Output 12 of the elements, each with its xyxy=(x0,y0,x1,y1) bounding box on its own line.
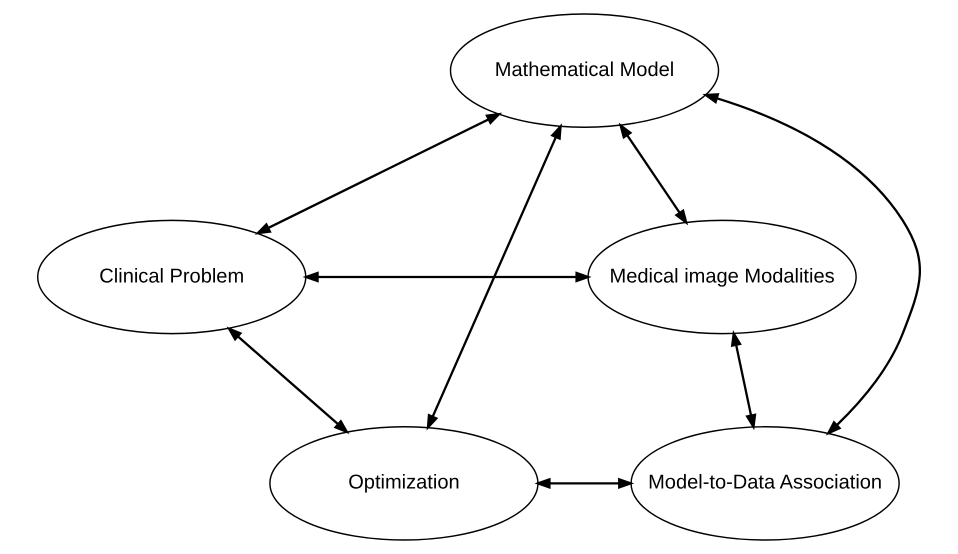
node-ellipse: Clinical Problem xyxy=(37,220,306,334)
arrow xyxy=(618,122,688,226)
node-ellipse: Optimization xyxy=(269,426,539,541)
arrow xyxy=(302,271,592,283)
arrow xyxy=(254,112,502,235)
arrow xyxy=(702,93,921,436)
arrow xyxy=(226,326,350,434)
node-ellipse: Medical image Modalities xyxy=(587,220,857,334)
node-ellipse: Model-to-Data Association xyxy=(630,426,900,541)
arrow xyxy=(730,330,756,430)
arrow xyxy=(534,478,634,490)
arrow xyxy=(426,123,562,430)
